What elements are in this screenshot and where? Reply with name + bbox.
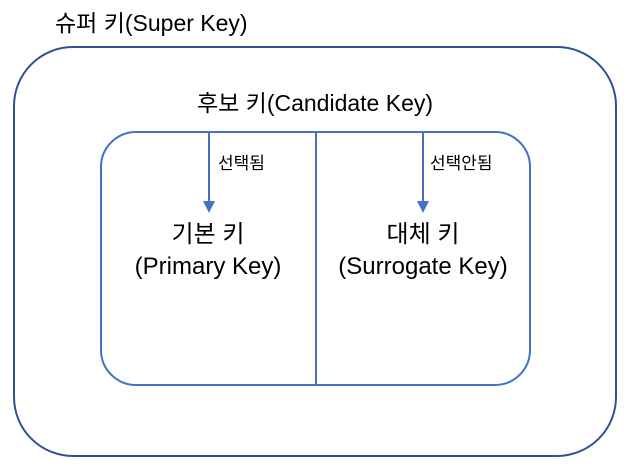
candidate-key-label: 후보 키(Candidate Key) — [196, 90, 434, 116]
primary-key-english: (Primary Key) — [134, 253, 282, 280]
not-selected-label: 선택안됨 — [430, 154, 493, 173]
arrow-head — [417, 201, 429, 213]
arrow-shaft — [208, 133, 210, 202]
primary-key-down-arrow-icon — [203, 133, 215, 213]
cell-divider — [315, 132, 317, 384]
arrow-head — [203, 201, 215, 213]
selected-label: 선택됨 — [218, 154, 265, 173]
primary-key-korean: 기본 키 — [171, 221, 245, 248]
primary-key-label: 기본 키 (Primary Key) — [100, 219, 316, 283]
surrogate-key-label: 대체 키 (Surrogate Key) — [316, 219, 530, 283]
super-key-label: 슈퍼 키(Super Key) — [55, 10, 248, 36]
surrogate-key-korean: 대체 키 — [386, 221, 460, 248]
super-key-region — [13, 46, 617, 457]
arrow-shaft — [422, 133, 424, 202]
surrogate-key-down-arrow-icon — [417, 133, 429, 213]
surrogate-key-english: (Surrogate Key) — [338, 253, 508, 280]
